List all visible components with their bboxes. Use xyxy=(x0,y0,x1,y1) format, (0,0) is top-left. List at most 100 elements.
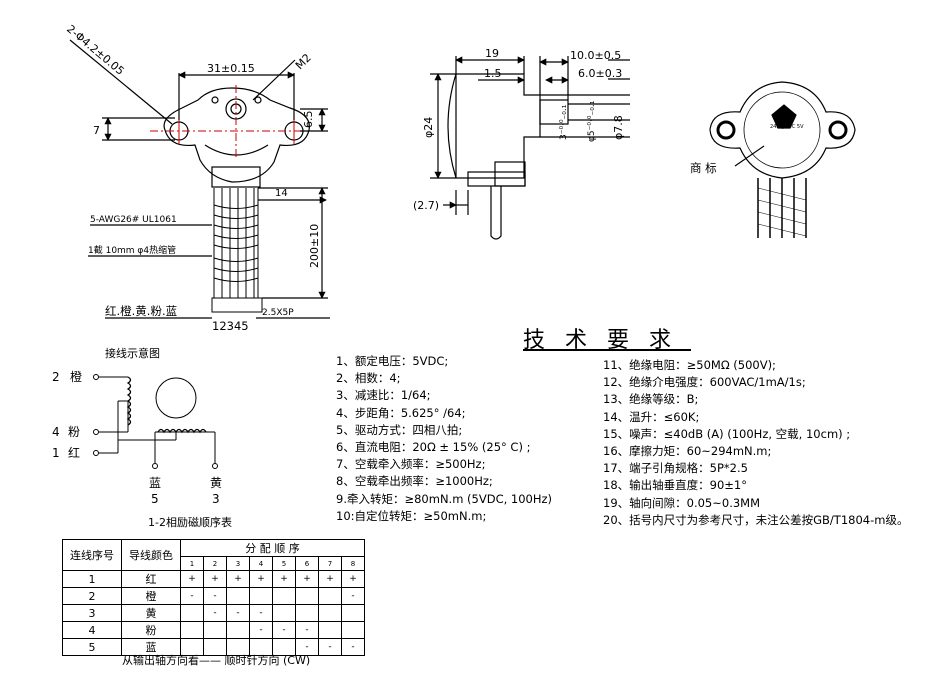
spec-item: 12、绝缘介电强度：600VAC/1mA/1s; xyxy=(603,375,806,390)
step-cell xyxy=(249,638,273,656)
step-cell: - xyxy=(249,604,273,622)
step-header: 8 xyxy=(341,556,365,571)
step-header: 6 xyxy=(295,556,319,571)
excitation-title: 1-2相励磁顺序表 xyxy=(148,515,232,529)
wire-5-num: 5 xyxy=(151,492,159,506)
dim-phi5: φ5⁻⁰·⁰₋₀.₁ xyxy=(587,100,597,142)
step-cell xyxy=(341,621,365,639)
step-header: 4 xyxy=(249,556,273,571)
trademark-label: 商 标 xyxy=(690,161,717,175)
row-color: 红 xyxy=(121,570,181,588)
specs-title: 技术要求 xyxy=(523,328,692,353)
step-cell: - xyxy=(249,621,273,639)
connector-housing xyxy=(211,297,263,313)
dim-14: 14 xyxy=(275,188,288,199)
step-cell xyxy=(180,604,204,622)
step-cell: - xyxy=(203,604,227,622)
motor-body-outline xyxy=(163,87,310,183)
side-view xyxy=(430,56,630,240)
wire-4-color: 粉 xyxy=(68,425,80,439)
spec-item: 20、括号内尺寸为参考尺寸，未注公差按GB/T1804-m级。 xyxy=(603,512,909,527)
row-color: 黄 xyxy=(121,604,181,622)
step-cell xyxy=(180,638,204,656)
step-cell: - xyxy=(341,638,365,656)
step-cell: - xyxy=(295,621,319,639)
wire-2-color: 橙 xyxy=(70,369,82,384)
pins-label: 12345 xyxy=(212,319,249,333)
spec-item: 9.牵入转矩：≥80mN.m (5VDC, 100Hz) xyxy=(336,491,553,506)
step-cell xyxy=(295,587,319,605)
step-cell: + xyxy=(272,570,296,588)
dim-10: 10.0±0.5 xyxy=(570,49,621,62)
wire-1-num: 1 xyxy=(52,446,60,460)
wiring-schematic xyxy=(93,374,218,469)
wire-2-num: 2 xyxy=(52,370,60,384)
colors-line-label: 红.橙.黄.粉.蓝 xyxy=(105,304,177,318)
wire-3-num: 3 xyxy=(212,492,220,506)
step-cell xyxy=(318,604,342,622)
step-header: 2 xyxy=(203,556,227,571)
step-cell: - xyxy=(318,638,342,656)
spec-item: 4、步距角：5.625° /64; xyxy=(336,405,466,420)
wiring-title: 接线示意图 xyxy=(105,346,160,360)
plate-brand: 24BYJ48 xyxy=(770,124,790,130)
dim-2-phi4-2: 2-Φ4.2±0.05 xyxy=(64,22,127,77)
step-cell xyxy=(295,604,319,622)
step-cell xyxy=(318,621,342,639)
plate-voltage: DC 5V xyxy=(788,124,804,130)
dim-phi7-8: φ7.8 xyxy=(612,115,625,140)
dim-2-7: (2.7) xyxy=(413,199,439,212)
row-num: 2 xyxy=(62,587,122,605)
rotor-circle xyxy=(155,377,197,419)
step-header: 1 xyxy=(180,556,204,571)
dim-phi24: φ24 xyxy=(422,117,435,138)
spec-item: 10:自定位转矩：≥50mN.m; xyxy=(336,508,487,523)
dim-31: 31±0.15 xyxy=(207,62,255,75)
wire-3-color: 黄 xyxy=(210,476,222,490)
step-header: 7 xyxy=(318,556,342,571)
side-wire xyxy=(490,186,502,240)
spec-item: 3、减速比：1/64; xyxy=(336,388,431,403)
row-num: 4 xyxy=(62,621,122,639)
spec-item: 5、驱动方式：四相八拍; xyxy=(336,422,463,437)
side-body xyxy=(447,73,541,179)
wire-5-color: 蓝 xyxy=(149,476,161,490)
step-cell: + xyxy=(203,570,227,588)
front-view xyxy=(69,39,330,319)
step-cell: + xyxy=(249,570,273,588)
dim-19: 19 xyxy=(485,47,499,60)
spec-item: 13、绝缘等级：B; xyxy=(603,392,699,407)
spec-item: 15、噪声：≤40dB (A) (100Hz, 空载, 10cm) ; xyxy=(603,426,851,441)
row-num: 5 xyxy=(62,638,122,656)
step-cell xyxy=(272,638,296,656)
spec-item: 16、摩擦力矩：60~294mN.m; xyxy=(603,443,772,458)
step-header: 3 xyxy=(226,556,250,571)
specs-left-list: 1、额定电压：5VDC; 2、相数：4; 3、减速比：1/64; 4、步距角：5… xyxy=(336,353,552,525)
specs-right-list: 11、绝缘电阻：≥50MΩ (500V); 12、绝缘介电强度：600VAC/1… xyxy=(603,357,908,529)
step-cell: - xyxy=(341,587,365,605)
step-cell xyxy=(249,587,273,605)
step-cell: + xyxy=(180,570,204,588)
spec-item: 19、轴向间隙：0.05~0.3MM xyxy=(603,495,761,510)
row-color: 粉 xyxy=(121,621,181,639)
dim-6: 6.0±0.3 xyxy=(578,67,622,80)
row-color: 橙 xyxy=(121,587,181,605)
dim-7: 7 xyxy=(93,124,100,137)
spec-item: 6、直流电阻：20Ω ± 15% (25° C) ; xyxy=(336,439,531,454)
step-cell xyxy=(272,604,296,622)
step-cell xyxy=(226,638,250,656)
spec-item: 14、温升：≤60K; xyxy=(603,409,700,424)
step-cell: + xyxy=(226,570,250,588)
connector-label: 2.5X5P xyxy=(262,308,294,318)
spec-item: 17、端子引角规格：5P*2.5 xyxy=(603,461,748,476)
heat-shrink-label: 1截 10mm φ4热缩管 xyxy=(88,244,176,256)
step-cell: - xyxy=(295,638,319,656)
dim-6-5: 6.5 xyxy=(302,111,315,129)
col-color-header: 导线颜色 xyxy=(121,539,181,571)
step-cell xyxy=(318,587,342,605)
